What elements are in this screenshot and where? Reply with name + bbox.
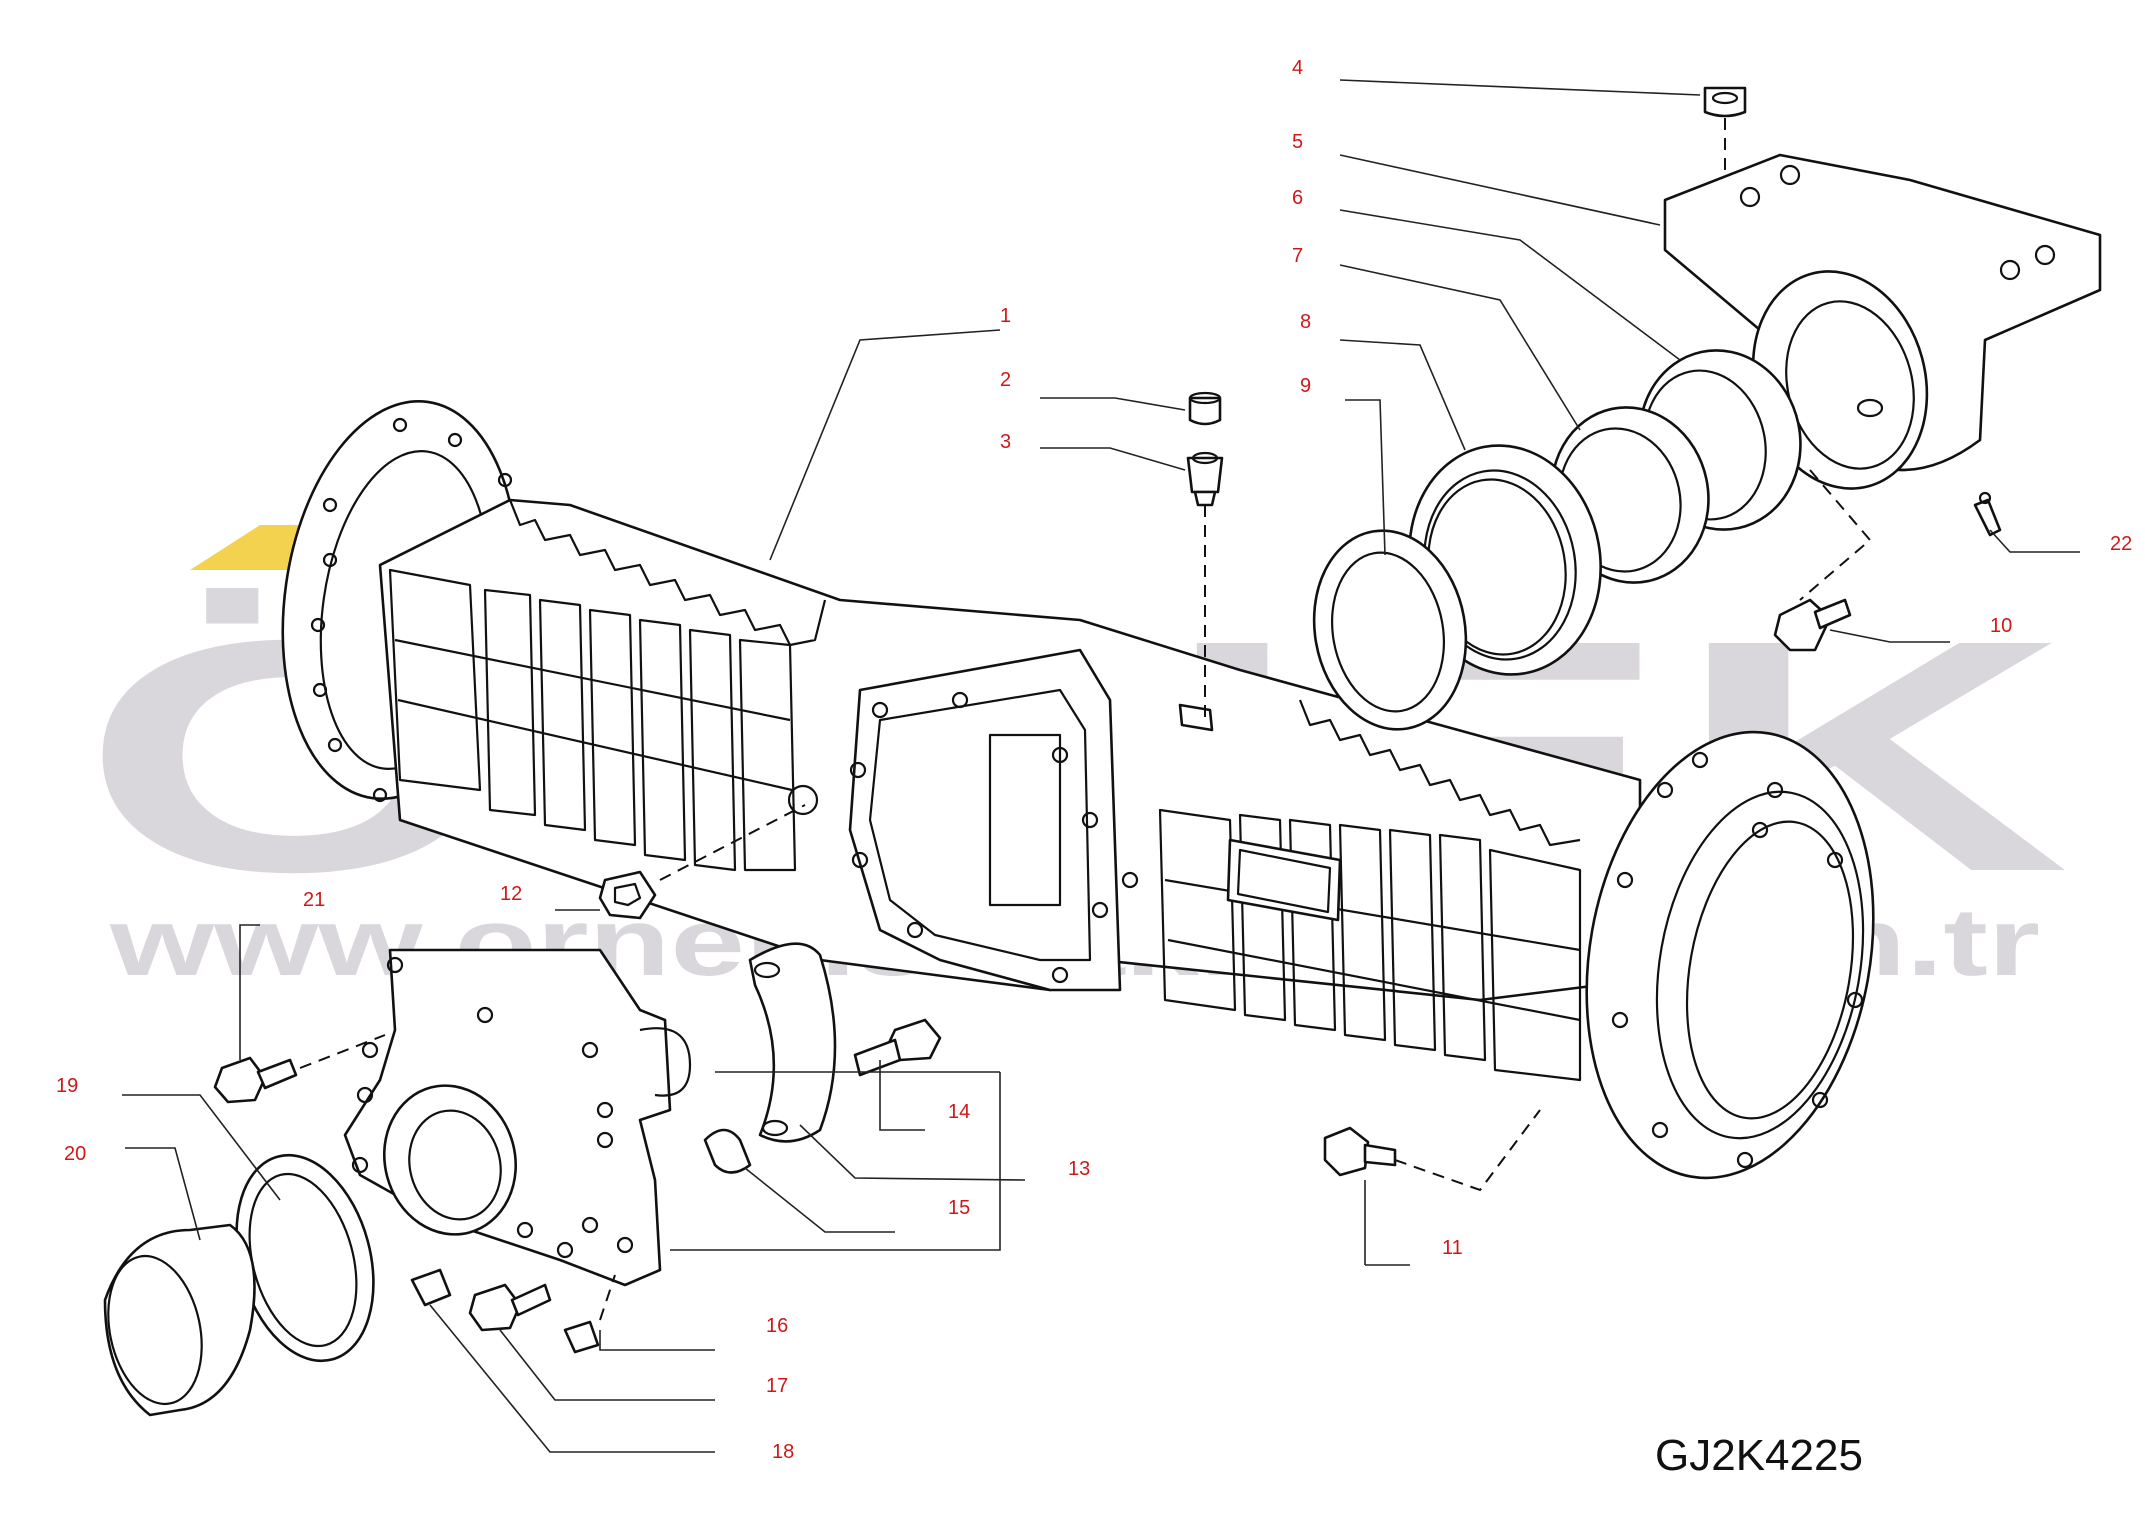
bearing-race-20 [103, 1223, 256, 1417]
callout-16: 16 [766, 1315, 788, 1337]
bolt-21-guide-line [299, 1034, 386, 1069]
bolt-14 [853, 1018, 942, 1077]
leader-lines [122, 79, 2080, 1453]
pivot-bracket [1663, 153, 2102, 490]
breather-valve [1186, 451, 1224, 507]
callout-2: 2 [1000, 369, 1011, 391]
plug-18 [410, 1268, 452, 1307]
callout-14: 14 [948, 1101, 970, 1123]
callout-19: 19 [56, 1075, 78, 1097]
callout-1: 1 [1000, 305, 1011, 327]
callout-18: 18 [772, 1441, 794, 1463]
setscrew-16 [563, 1320, 600, 1354]
top-plug [1703, 86, 1747, 118]
callout-4: 4 [1292, 57, 1303, 79]
callout-7: 7 [1292, 245, 1303, 267]
callout-13: 13 [1068, 1158, 1090, 1180]
bracket-guide-line [1799, 469, 1872, 601]
bolt-10 [1773, 598, 1852, 652]
setscrew-guide-line [599, 1274, 616, 1321]
callouts: 1 2 3 4 5 6 7 8 9 10 11 12 13 14 15 16 1… [56, 57, 2132, 1463]
callout-17: 17 [766, 1375, 788, 1397]
bearing-cap [748, 942, 837, 1143]
bolt-17 [468, 1283, 552, 1332]
grease-nipple [1973, 491, 2002, 537]
bolt-21 [213, 1056, 298, 1104]
callout-22: 22 [2110, 533, 2132, 555]
callout-3: 3 [1000, 431, 1011, 453]
bolt-11-guide-line [1394, 1109, 1541, 1192]
callout-8: 8 [1300, 311, 1311, 333]
callout-9: 9 [1300, 375, 1311, 397]
callout-11: 11 [1442, 1237, 1463, 1259]
callout-12: 12 [500, 883, 522, 905]
callout-10: 10 [1990, 615, 2012, 637]
thrust-washer [1312, 529, 1468, 731]
dowel-15 [703, 1128, 752, 1174]
callout-20: 20 [64, 1143, 86, 1165]
bolt-11 [1323, 1126, 1397, 1177]
carrier-housing [343, 948, 692, 1287]
drain-plug-12 [598, 870, 657, 920]
breather-cap [1188, 391, 1222, 426]
callout-5: 5 [1292, 131, 1303, 153]
plug-12-guide-line [659, 804, 806, 881]
callout-6: 6 [1292, 187, 1303, 209]
callout-21: 21 [303, 889, 325, 911]
drawing-code: GJ2K4225 [1655, 1431, 1863, 1480]
axle-housing [281, 400, 1875, 1180]
callout-15: 15 [948, 1197, 970, 1219]
